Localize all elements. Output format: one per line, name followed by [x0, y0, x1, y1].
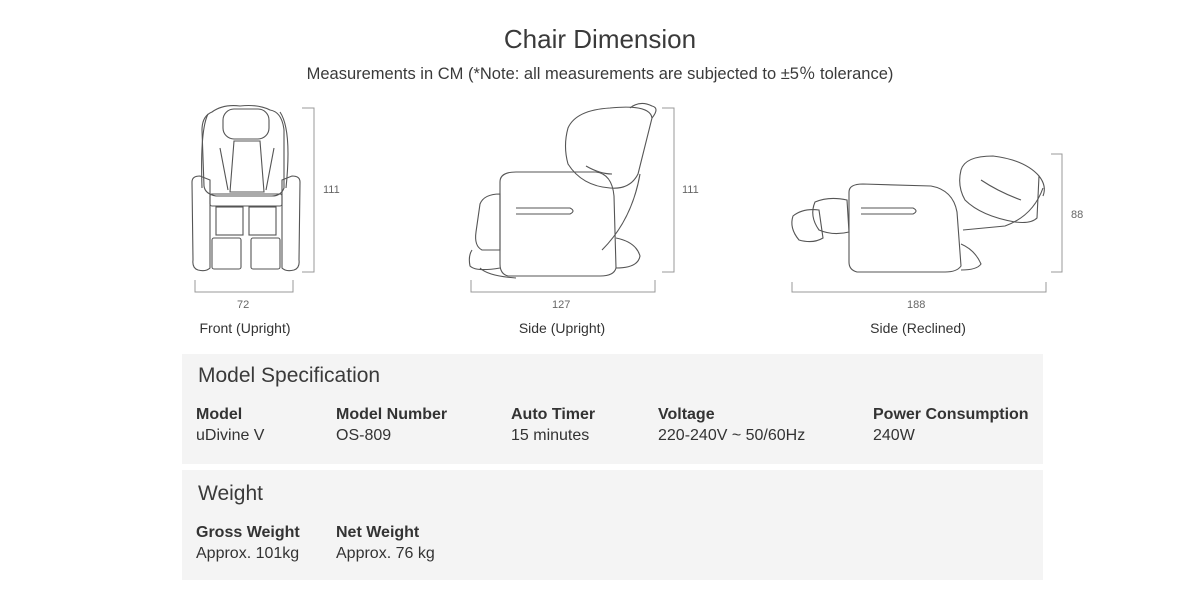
page-title: Chair Dimension [503, 24, 697, 54]
front-chair-drawing: 111 72 [191, 104, 340, 311]
weight-title: Weight [198, 482, 263, 505]
weight-value: Approx. 76 kg [336, 545, 435, 562]
model-spec-title: Model Specification [198, 364, 381, 387]
spec-label: Power Consumption [873, 406, 1029, 423]
spec-value: uDivine V [196, 427, 265, 444]
weight-net: Net Weight Approx. 76 kg [336, 524, 435, 563]
side-upright-caption: Side (Upright) [518, 320, 606, 336]
spec-auto-timer: Auto Timer 15 minutes [511, 406, 595, 445]
weight-panel: Weight Gross Weight Approx. 101kg Net We… [182, 470, 1043, 580]
front-caption: Front (Upright) [199, 320, 291, 336]
spec-value: 240W [873, 427, 915, 444]
spec-value: 220-240V ~ 50/60Hz [658, 427, 806, 444]
model-spec-panel: Model Specification Model uDivine V Mode… [182, 354, 1043, 464]
front-width-label: 72 [237, 299, 249, 311]
weight-label: Net Weight [336, 524, 420, 541]
weight-value: Approx. 101kg [196, 545, 300, 562]
front-upright-figure: 111 72 [190, 100, 360, 320]
side-reclined-figure: 88 188 [785, 140, 1095, 320]
spec-label: Auto Timer [511, 406, 596, 423]
spec-model-number: Model Number OS-809 [336, 406, 447, 445]
spec-power-consumption: Power Consumption 240W [873, 406, 1029, 445]
weight-label: Gross Weight [196, 524, 300, 541]
side-reclined-height-label: 88 [1071, 209, 1083, 221]
spec-value: OS-809 [336, 427, 392, 444]
spec-model: Model uDivine V [196, 406, 264, 445]
spec-label: Model [196, 406, 243, 423]
side-upright-width-label: 127 [552, 299, 570, 311]
page-subtitle: Measurements in CM (*Note: all measureme… [306, 65, 894, 83]
side-reclined-chair-drawing: 88 188 [791, 153, 1083, 311]
weight-gross: Gross Weight Approx. 101kg [196, 524, 300, 563]
spec-value: 15 minutes [511, 427, 590, 444]
front-height-label: 111 [323, 184, 340, 196]
side-reclined-caption: Side (Reclined) [870, 320, 966, 336]
spec-label: Model Number [336, 406, 448, 423]
side-upright-figure: 111 127 [460, 100, 710, 320]
side-reclined-width-label: 188 [907, 299, 925, 311]
side-upright-chair-drawing: 111 127 [468, 102, 699, 311]
side-upright-height-label: 111 [682, 184, 699, 196]
spec-label: Voltage [658, 406, 715, 423]
spec-voltage: Voltage 220-240V ~ 50/60Hz [658, 406, 805, 445]
